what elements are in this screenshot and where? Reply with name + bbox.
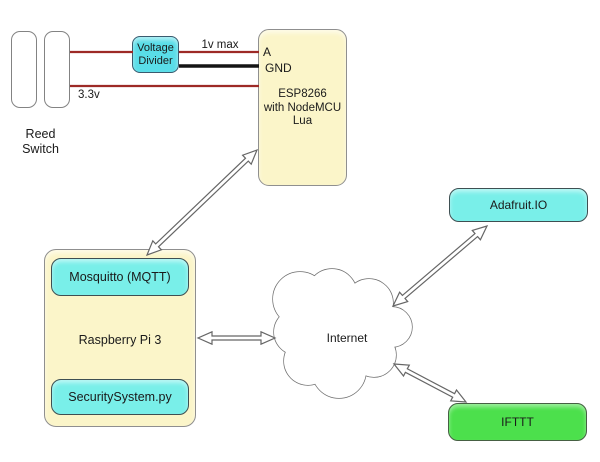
wire-label-3v3: 3.3v [78,89,100,101]
cloud-interior [273,269,412,398]
cloud-outline [272,268,413,399]
raspberry-pi-node: Mosquitto (MQTT) Raspberry Pi 3 Security… [44,249,196,427]
internet-label: Internet [327,331,368,345]
adafruit-io-label: Adafruit.IO [489,198,548,212]
esp8266-label: ESP8266 with NodeMCU Lua [263,88,342,127]
security-system-label: SecuritySystem.py [68,390,172,404]
security-system-node: SecuritySystem.py [51,379,189,415]
ifttt-label: IFTTT [501,415,534,429]
arrow-raspberrypi-internet [196,330,277,346]
reed-switch-label: Reed Switch [22,127,59,156]
mosquitto-label: Mosquitto (MQTT) [69,270,171,284]
esp8266-pin-gnd: GND [265,61,292,75]
arrow-esp8266-mosquitto [145,148,259,257]
reed-switch-contact-left [11,31,37,108]
raspberry-pi-label: Raspberry Pi 3 [78,333,162,347]
internet-cloud: Internet [272,268,413,399]
reed-switch-contact-right [44,31,70,108]
voltage-divider-node: Voltage Divider [132,36,179,73]
adafruit-io-node: Adafruit.IO [449,188,588,222]
arrow-internet-ifttt [392,363,468,403]
wire-label-1v-max: 1v max [201,39,239,51]
esp8266-node: A GND ESP8266 with NodeMCU Lua [258,29,347,186]
ifttt-node: IFTTT [448,403,587,441]
esp8266-pin-a: A [263,45,272,59]
arrow-internet-adafruit [391,225,489,307]
mosquitto-node: Mosquitto (MQTT) [51,258,189,296]
